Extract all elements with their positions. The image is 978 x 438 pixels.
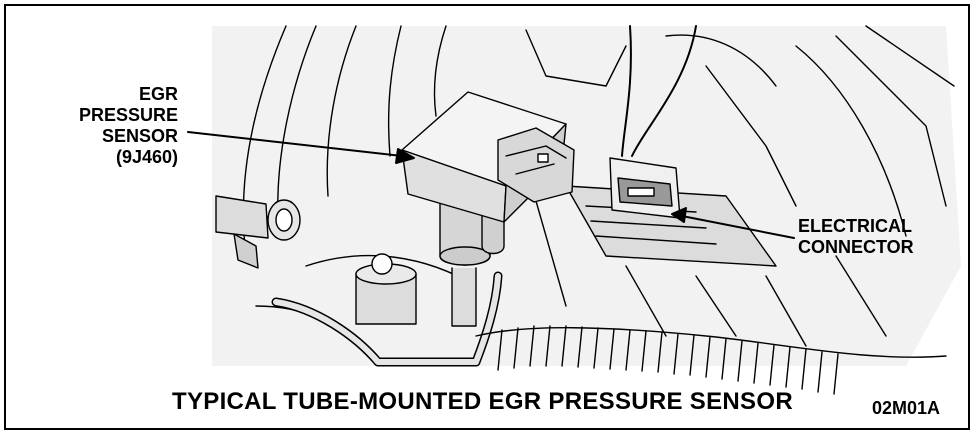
electrical-connector-label: ELECTRICAL CONNECTOR (798, 216, 914, 258)
egr-tube (271, 253, 503, 367)
wire-loom (475, 325, 947, 395)
egr-sensor-label-line-4: (9J460) (115, 147, 178, 167)
left-fitting (215, 195, 301, 269)
egr-sensor-label-line-2: PRESSURE (78, 105, 178, 125)
figure-caption: TYPICAL TUBE-MOUNTED EGR PRESSURE SENSOR (172, 388, 793, 415)
electrical-connector-shape (609, 25, 697, 219)
egr-sensor-label-line-3: SENSOR (101, 126, 178, 146)
diagram-frame: EGR PRESSURE SENSOR (9J460) ELECTRICAL C… (4, 4, 970, 430)
egr-pressure-sensor-shape (401, 91, 575, 327)
engine-illustration (187, 25, 961, 395)
figure-code: 02M01A (872, 398, 941, 418)
egr-pressure-sensor-label: EGR PRESSURE SENSOR (9J460) (79, 84, 178, 168)
connector-label-line-1: ELECTRICAL (798, 216, 912, 236)
leader-arrows (187, 131, 795, 239)
egr-sensor-label-line-1: EGR (138, 84, 178, 104)
connector-label-line-2: CONNECTOR (798, 237, 914, 257)
